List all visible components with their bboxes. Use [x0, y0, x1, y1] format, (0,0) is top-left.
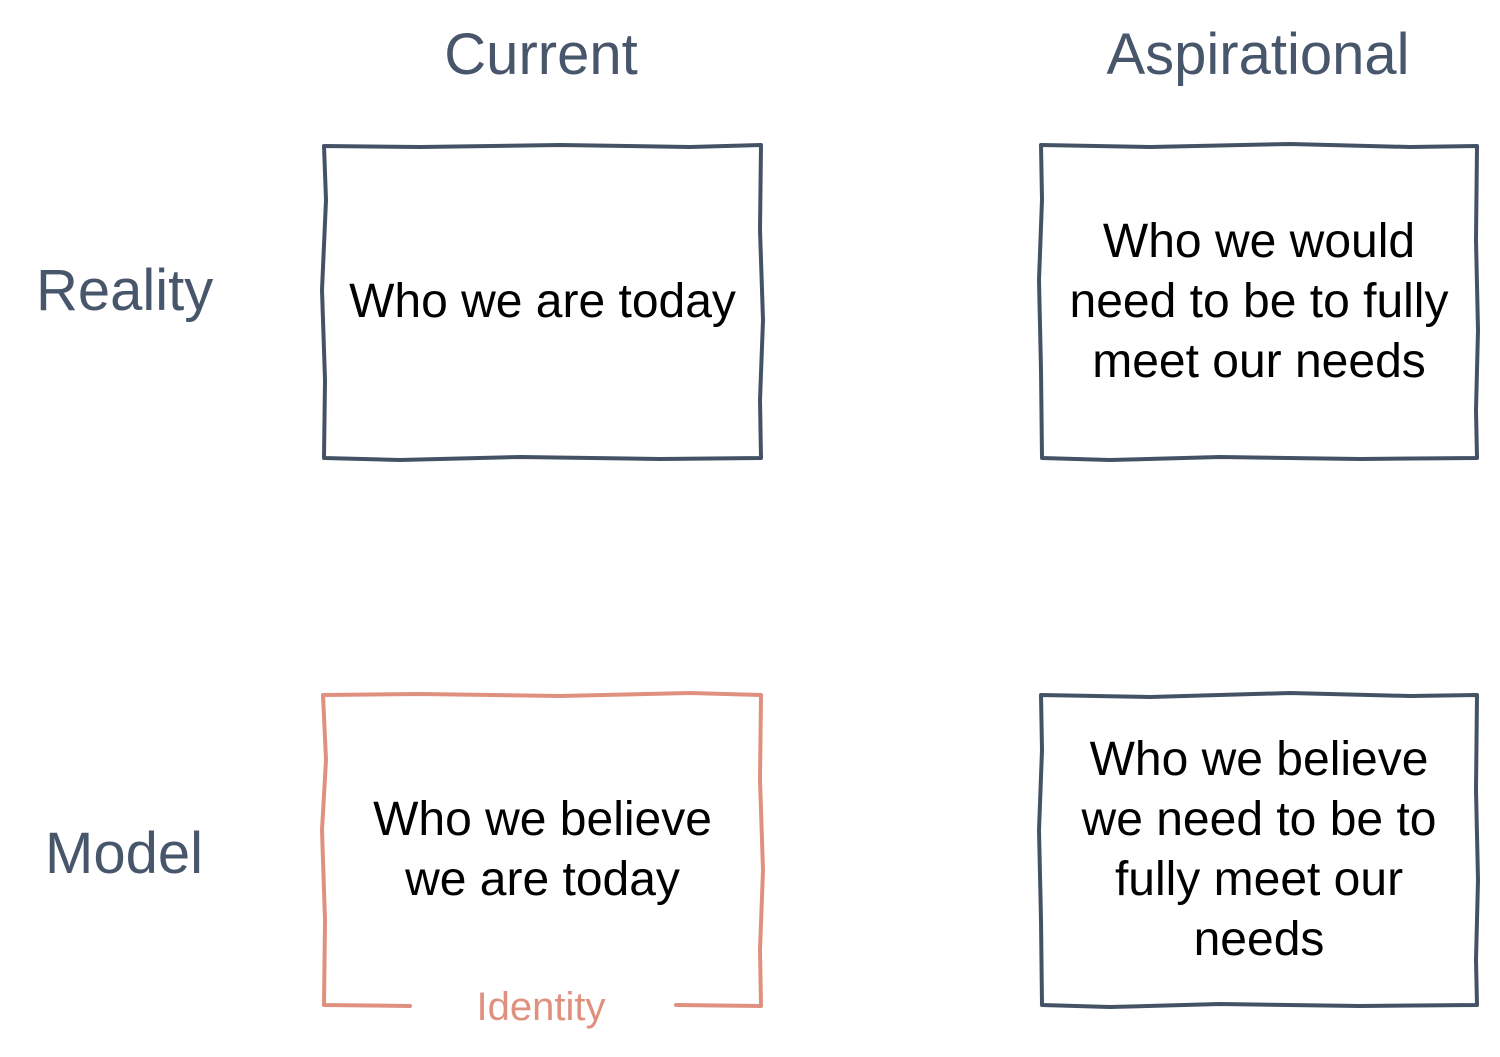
box-reality-current-text: Who we are today: [349, 275, 736, 328]
column-header-aspirational: Aspirational: [1106, 22, 1410, 87]
row-header-model: Model: [45, 821, 203, 886]
box-model-aspirational: Who we believe we need to be to fully me…: [1041, 695, 1477, 1005]
box-reality-current-border: [320, 143, 765, 462]
box-model-current-border: [320, 691, 765, 1008]
identity-label: Identity: [476, 985, 606, 1029]
column-header-current: Current: [444, 22, 638, 87]
box-reality-aspirational-text: Who we would need to be to fully meet ou…: [1069, 215, 1449, 388]
box-model-aspirational-text: Who we believe we need to be to fully me…: [1081, 733, 1437, 966]
box-reality-aspirational-border: [1037, 142, 1480, 462]
box-reality-current: Who we are today: [324, 146, 761, 458]
box-model-current: Who we believe we are today: [324, 695, 761, 1005]
box-reality-aspirational: Who we would need to be to fully meet ou…: [1041, 146, 1477, 458]
box-model-current-text: Who we believe we are today: [373, 793, 712, 906]
box-model-aspirational-border: [1037, 691, 1480, 1009]
row-header-reality: Reality: [36, 258, 214, 323]
